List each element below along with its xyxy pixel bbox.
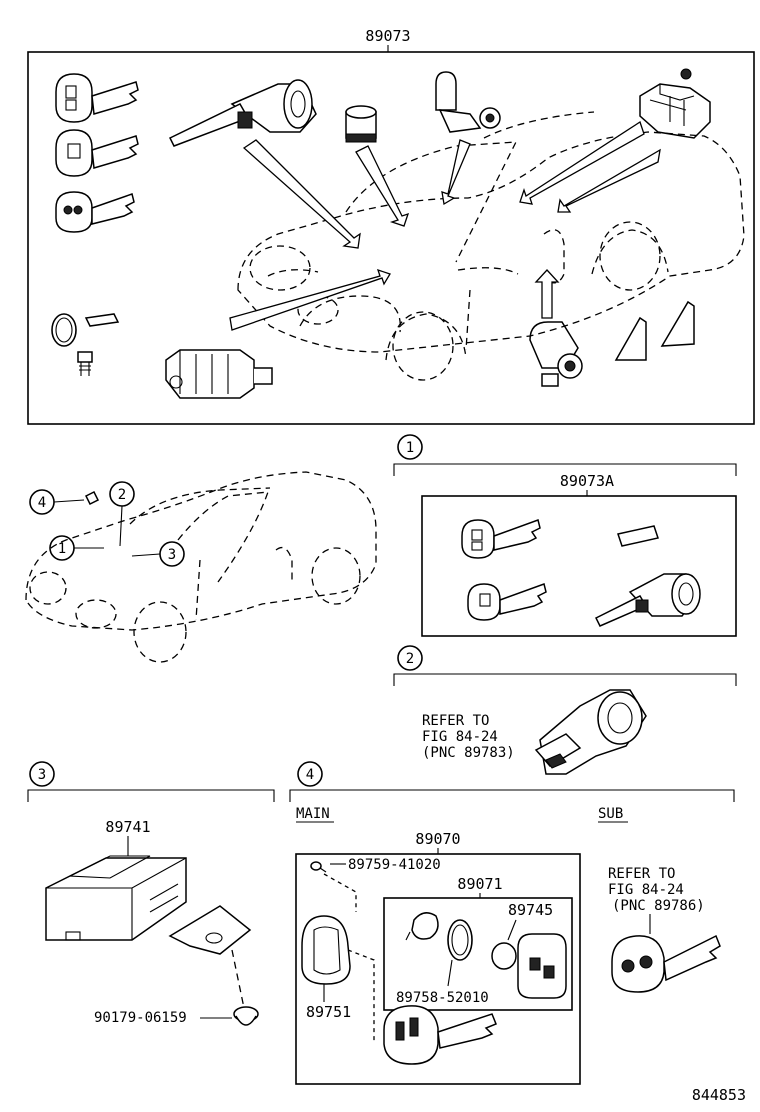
svg-text:1: 1 xyxy=(406,440,414,456)
top-assembly-frame xyxy=(27,51,755,425)
sub-refer-line-3: (PNC 89786) xyxy=(612,898,705,914)
sub-label: SUB xyxy=(598,806,623,822)
relay-icon xyxy=(345,105,377,143)
sub-refer-line-1: REFER TO xyxy=(608,866,675,882)
key-set-frame xyxy=(295,853,581,1085)
part-number-89745: 89745 xyxy=(508,901,553,919)
key-icon xyxy=(467,583,547,621)
svg-text:4: 4 xyxy=(306,767,314,783)
key-icon xyxy=(55,73,139,123)
section-2: 2 REFER TO FIG 84-24 (PNC 89783) xyxy=(393,645,737,775)
refer-line-3: (PNC 89783) xyxy=(422,745,515,761)
section-1-frame xyxy=(421,495,737,637)
top-assembly: 89073 xyxy=(27,27,755,425)
sub-refer-line-2: FIG 84-24 xyxy=(608,882,684,898)
o-ring-icon xyxy=(447,919,473,961)
section-4-marker xyxy=(297,761,323,787)
clip-icon xyxy=(405,912,439,941)
part-number-89751: 89751 xyxy=(306,1003,351,1021)
o-ring-icon xyxy=(51,313,77,347)
key-icon xyxy=(383,1005,497,1065)
car-location-view xyxy=(25,471,377,663)
transmitter-frame xyxy=(383,897,573,1011)
callout-3-marker: 3 xyxy=(131,541,185,567)
control-unit-icon xyxy=(45,855,252,955)
section-2-marker xyxy=(397,645,423,671)
ignition-switch-icon xyxy=(534,689,647,775)
svg-text:2: 2 xyxy=(406,651,414,667)
svg-text:3: 3 xyxy=(38,767,46,783)
key-case-icon xyxy=(301,915,351,985)
door-cylinder-icon xyxy=(529,321,583,387)
callout-1-marker: 1 xyxy=(49,535,104,561)
assembly-number-top: 89073 xyxy=(365,27,410,45)
car-outline-top xyxy=(237,111,745,381)
callout-2-marker: 2 xyxy=(109,481,135,547)
callout-4-marker: 4 xyxy=(29,489,100,515)
section-3: 3 89741 90179-06159 xyxy=(27,761,275,1026)
screw-icon xyxy=(77,351,93,376)
part-number-89070: 89070 xyxy=(415,830,460,848)
section-1-marker xyxy=(397,434,423,460)
transponder-chip-icon xyxy=(84,313,120,327)
key-icon xyxy=(611,934,721,993)
main-label: MAIN xyxy=(296,806,330,822)
key-icon xyxy=(55,191,135,233)
key-icon xyxy=(55,129,139,177)
svg-text:3: 3 xyxy=(168,547,176,563)
ignition-cylinder-icon xyxy=(594,573,701,627)
svg-text:4: 4 xyxy=(38,495,46,511)
section-3-marker xyxy=(29,761,55,787)
section-1: 1 89073A xyxy=(393,434,737,637)
svg-text:2: 2 xyxy=(118,487,126,503)
pointer-arrows xyxy=(229,120,661,331)
door-lock-module-icon xyxy=(639,68,711,139)
ignition-cylinder-icon xyxy=(168,79,317,147)
lock-cylinder-icon xyxy=(435,71,501,133)
transmitter-board-icon xyxy=(517,933,567,999)
part-number-90179-06159: 90179-06159 xyxy=(94,1010,187,1026)
part-number-89071: 89071 xyxy=(457,875,502,893)
clip-icon xyxy=(233,1006,259,1026)
refer-line-1: REFER TO xyxy=(422,713,489,729)
section-4: 4 MAIN SUB 89070 89759-41020 89071 89745 xyxy=(289,761,735,1085)
refer-line-2: FIG 84-24 xyxy=(422,729,498,745)
actuator-icon xyxy=(165,349,273,399)
svg-text:1: 1 xyxy=(58,541,66,557)
part-number-89741: 89741 xyxy=(105,818,150,836)
wedge-icon xyxy=(614,300,695,361)
assembly-number-section1: 89073A xyxy=(560,472,614,490)
battery-icon xyxy=(491,942,517,970)
part-number-89758-52010: 89758-52010 xyxy=(396,990,489,1006)
screw-icon xyxy=(310,861,327,873)
diagram-id: 844853 xyxy=(692,1086,746,1104)
part-number-89759-41020: 89759-41020 xyxy=(348,857,441,873)
key-icon xyxy=(461,519,541,559)
transponder-chip-icon xyxy=(617,525,659,547)
